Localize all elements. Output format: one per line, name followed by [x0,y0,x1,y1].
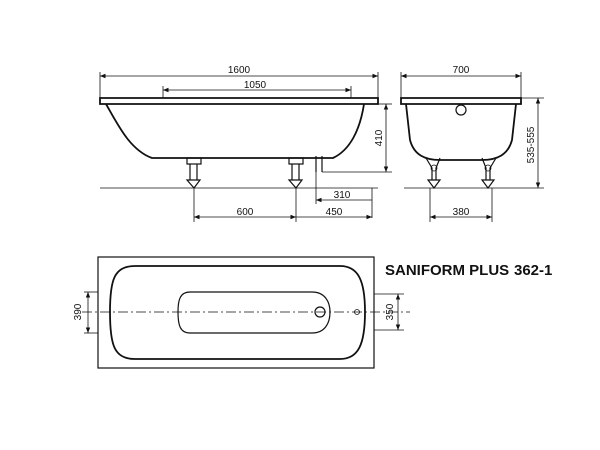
product-model: 362-1 [514,262,552,279]
end-body [405,103,517,161]
dim-height: 410 [374,129,385,146]
tub-inner-basin [109,265,366,360]
dim-overall-width: 700 [453,65,470,76]
end-rim [400,97,522,105]
dim-drain-offset: 310 [334,190,351,201]
dim-inner-width-right: 350 [385,303,396,320]
end-right-foot [480,157,497,189]
tub-body [105,103,365,159]
right-foot [287,157,304,189]
end-view: 700 535-555 380 [400,65,544,222]
tub-bottom [177,291,331,334]
dim-leg-width: 380 [453,207,470,218]
top-view: 390 350 [73,256,410,369]
dim-inner-width-left: 390 [73,303,84,320]
tub-rim [99,97,379,105]
drain-pipe [315,156,323,172]
product-name: SANIFORM PLUS [385,262,509,279]
dim-total-height: 535-555 [526,126,537,163]
end-left-foot [425,157,442,189]
dim-overall-length: 1600 [228,65,251,76]
dim-leg-spacing: 600 [237,207,254,218]
overflow-hole [455,104,467,116]
left-foot [185,157,202,189]
side-view: 1600 1050 410 310 600 450 [99,65,392,222]
dim-leg-to-end: 450 [326,207,343,218]
tub-outline [97,256,375,369]
dim-inner-length: 1050 [244,80,267,91]
